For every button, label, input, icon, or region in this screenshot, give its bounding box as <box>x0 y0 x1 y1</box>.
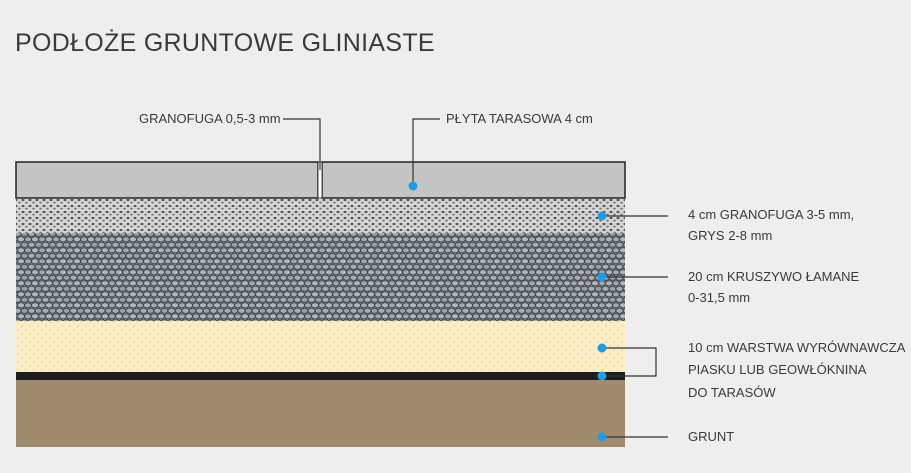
label-slab: PŁYTA TARASOWA 4 cm <box>446 111 593 126</box>
marker-membrane <box>597 371 607 381</box>
label-bedding-line1: 4 cm GRANOFUGA 3-5 mm, <box>688 207 855 222</box>
leader-joint <box>283 118 321 170</box>
label-sand-line1: 10 cm WARSTWA WYRÓWNAWCZA <box>688 340 906 355</box>
label-sand-line3: DO TARASÓW <box>688 385 776 400</box>
leader-sand <box>602 347 657 377</box>
marker-bedding <box>597 211 607 221</box>
paving-slab-left <box>15 161 319 199</box>
marker-slab <box>408 181 418 191</box>
layer-markers <box>408 181 607 442</box>
marker-aggregate <box>597 272 607 282</box>
label-sand-line2: PIASKU LUB GEOWŁÓKNINA <box>688 362 867 377</box>
paving-slab-right <box>321 161 626 199</box>
leader-lines <box>283 118 668 438</box>
label-aggregate-line1: 20 cm KRUSZYWO ŁAMANE <box>688 269 860 284</box>
label-soil: GRUNT <box>688 429 735 444</box>
sand-layer <box>16 321 625 372</box>
label-joint: GRANOFUGA 0,5-3 mm <box>139 111 281 126</box>
label-aggregate-line2: 0-31,5 mm <box>688 290 751 305</box>
soil-layer <box>16 380 625 447</box>
label-bedding-line2: GRYS 2-8 mm <box>688 228 773 243</box>
diagram-title: PODŁOŻE GRUNTOWE GLINIASTE <box>15 29 435 57</box>
membrane-layer <box>16 372 625 380</box>
marker-sand <box>597 343 607 353</box>
bedding-layer <box>16 199 625 233</box>
marker-soil <box>597 432 607 442</box>
leader-slab <box>412 118 440 186</box>
aggregate-layer <box>16 233 625 321</box>
